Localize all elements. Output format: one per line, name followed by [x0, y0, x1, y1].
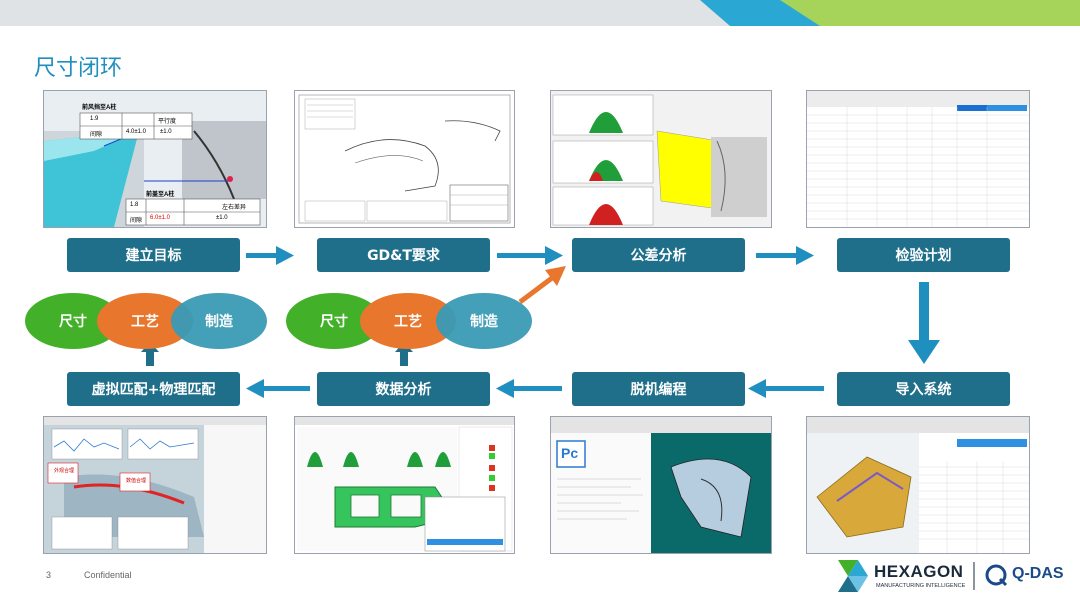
matching-software-illustration: [44, 417, 266, 553]
table-b-cell: 左右差异: [222, 205, 247, 211]
import-system-illustration: [807, 417, 1029, 553]
target-setting-illustration: [44, 112, 266, 227]
arrow-left-icon: [496, 379, 562, 398]
table-b-cell: ±1.0: [216, 215, 228, 221]
arrow-down-icon: [908, 282, 940, 364]
thumbnail-target-setting: 前风挡至A柱 1.9 平行度 间隙 4.0±1.0 ±1.0 前盖至A柱 1.8…: [43, 90, 267, 228]
hexagon-subtitle: MANUFACTURING INTELLIGENCE: [876, 583, 966, 589]
pc-icon: Pc: [561, 445, 579, 461]
top-decoration-bar: [0, 0, 1080, 26]
callout-value: 数值合理: [125, 478, 146, 484]
table-b-cell: 1.8: [130, 202, 139, 208]
step-gdt-requirements: GD&T要求: [317, 238, 490, 272]
table-a-cell: 间隙: [90, 132, 103, 138]
hexagon-logo-icon: [838, 560, 1008, 592]
table-a-cell: 4.0±1.0: [126, 129, 146, 135]
step-data-analysis: 数据分析: [317, 372, 490, 406]
table-a-cell: ±1.0: [160, 129, 172, 135]
arrow-left-icon: [748, 379, 824, 398]
offline-programming-illustration: [551, 417, 771, 553]
arrow-left-icon: [246, 379, 310, 398]
arrow-right-icon: [246, 246, 294, 265]
step-virtual-physical-matching: 虚拟匹配+物理匹配: [67, 372, 240, 406]
arrow-diagonal-icon: [518, 266, 566, 304]
arrow-right-icon: [756, 246, 814, 265]
thumbnail-inspection-plan: [806, 90, 1030, 228]
ellipse-process: 工艺: [97, 293, 193, 349]
qdas-brand: Q-DAS: [1012, 565, 1064, 582]
arrow-right-icon: [497, 246, 563, 265]
callout-appearance: 外观合理: [53, 468, 74, 474]
thumbnail-import-system: [806, 416, 1030, 554]
table-b-cell: 间隙: [130, 218, 143, 224]
hexagon-qdas-logo: HEXAGON MANUFACTURING INTELLIGENCE Q-DAS: [836, 556, 1072, 596]
table-a-title: 前风挡至A柱: [82, 105, 117, 111]
table-a-cell: 平行度: [158, 119, 177, 125]
engineering-drawing-illustration: [298, 94, 511, 224]
table-b-title: 前盖至A柱: [146, 192, 175, 198]
step-set-target: 建立目标: [67, 238, 240, 272]
ellipse-manufacturing: 制造: [436, 293, 532, 349]
hexagon-brand: HEXAGON: [874, 562, 964, 581]
step-tolerance-analysis: 公差分析: [572, 238, 745, 272]
thumbnail-gdt-drawing: [294, 90, 515, 228]
step-inspection-plan: 检验计划: [837, 238, 1010, 272]
data-analysis-illustration: [295, 417, 514, 552]
thumbnail-matching-software: 外观合理 数值合理: [43, 416, 267, 554]
table-a-cell: 1.9: [90, 116, 99, 122]
inspection-table-illustration: [807, 91, 1029, 227]
thumbnail-tolerance-analysis: [550, 90, 772, 228]
ellipse-manufacturing: 制造: [171, 293, 267, 349]
step-offline-programming: 脱机编程: [572, 372, 745, 406]
page-number: 3: [46, 570, 52, 580]
table-b-cell: 6.0±1.0: [150, 215, 170, 221]
thumbnail-data-analysis: [294, 416, 515, 554]
slide-title: 尺寸闭环: [34, 56, 123, 81]
tolerance-histograms-illustration: [551, 91, 771, 227]
confidential-label: Confidential: [84, 570, 132, 580]
step-import-system: 导入系统: [837, 372, 1010, 406]
thumbnail-offline-programming: Pc: [550, 416, 772, 554]
